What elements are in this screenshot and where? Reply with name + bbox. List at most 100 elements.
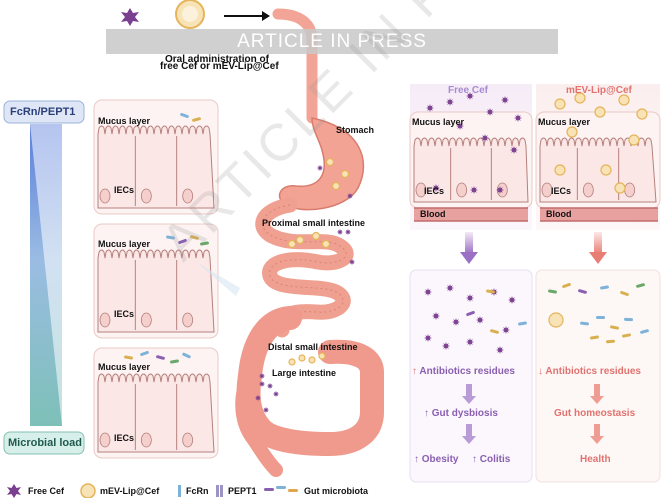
bacteria-icon: [140, 350, 149, 357]
nucleus-icon: [99, 432, 111, 448]
lip-iecs-label: IECs: [551, 186, 572, 196]
bacteria-icon: [490, 329, 499, 334]
nucleus-icon: [99, 188, 111, 204]
lip-blood-label: Blood: [546, 209, 572, 219]
nucleus-icon: [582, 182, 594, 198]
star-icon: [486, 108, 494, 116]
bacteria-icon: [562, 282, 571, 289]
star-icon: [348, 258, 356, 266]
top-arrow-icon: [224, 11, 270, 21]
liposome-icon: [340, 169, 350, 179]
lip-small-arrows: [590, 384, 604, 444]
liposome-icon: [321, 239, 331, 249]
star-icon: [466, 294, 474, 302]
star-icon: [336, 228, 344, 236]
free-up-arrow-icon: ↑: [412, 366, 417, 377]
bacteria-icon: [624, 317, 633, 322]
nucleus-icon: [415, 182, 427, 198]
star-icon: [426, 104, 434, 112]
nucleus-icon: [140, 312, 152, 328]
left-panel-1-iecs: IECs: [114, 185, 135, 195]
star-icon: [476, 316, 484, 324]
star-icon: [424, 334, 432, 342]
gut-particles: [254, 157, 356, 414]
free-mucus-label: Mucus layer: [412, 117, 465, 127]
legend-fcrn: FcRn: [186, 486, 209, 496]
liposome-icon: [308, 356, 316, 364]
star-icon: [316, 164, 324, 172]
nucleus-icon: [182, 188, 194, 204]
legend-microbiota: Gut microbiota: [304, 486, 369, 496]
bacteria-icon: [182, 352, 191, 359]
stomach-label: Stomach: [336, 125, 375, 135]
star-icon: [442, 342, 450, 350]
star-icon: [470, 186, 478, 194]
star-icon: [514, 114, 522, 122]
liposome-icon: [594, 106, 606, 118]
bacteria-icon: [466, 310, 475, 317]
liposome-icon: [298, 354, 306, 362]
free-colitis: ↑ Colitis: [472, 454, 510, 465]
outcome-particles: [424, 282, 649, 354]
star-icon: [481, 134, 489, 142]
star-icon: [432, 184, 440, 192]
legend-fcrn-icon: [178, 485, 181, 497]
nucleus-icon: [541, 182, 553, 198]
star-icon: [510, 146, 518, 154]
star-icon: [456, 122, 464, 130]
proximal-label: Proximal small intestine: [262, 218, 366, 228]
liposome-icon: [331, 181, 341, 191]
bacteria-icon: [518, 321, 527, 326]
bacteria-icon: [190, 235, 199, 240]
lip-residues-text: Antibiotics residues: [545, 366, 641, 377]
star-icon: [266, 382, 274, 390]
legend-pept1-icon: [216, 485, 223, 497]
article-banner: ARTICLE IN PRESS: [106, 29, 558, 54]
legend-lip: mEV-Lip@Cef: [100, 486, 160, 496]
star-icon: [508, 296, 516, 304]
blood-bar-lip: [540, 208, 658, 221]
villi-shape: [97, 125, 215, 209]
star-icon: [258, 372, 266, 380]
bacteria-icon: [596, 315, 605, 320]
free-residues: ↑ Antibiotics residues: [412, 366, 515, 377]
liposome-icon: [600, 164, 612, 176]
legend: [7, 483, 298, 498]
lip-title: mEV-Lip@Cef: [566, 85, 632, 96]
obesity-up-arrow-icon: ↑: [414, 454, 419, 465]
legend-free-cef: Free Cef: [28, 486, 65, 496]
lip-mucus-label: Mucus layer: [538, 117, 591, 127]
bacteria-icon: [622, 333, 631, 338]
microbial-label-box: [3, 431, 85, 455]
bacteria-icon: [636, 283, 645, 288]
liposome-icon: [554, 164, 566, 176]
bacteria-icon: [124, 355, 133, 360]
star-icon: [272, 390, 280, 398]
star-icon: [258, 380, 266, 388]
liposome-icon: [618, 94, 630, 106]
star-icon: [501, 96, 509, 104]
connector-ray: [196, 262, 240, 296]
liposome-icon: [566, 126, 578, 138]
star-icon: [346, 192, 354, 200]
left-panels: [93, 99, 219, 459]
free-colitis-text: Colitis: [479, 454, 511, 465]
free-blood-label: Blood: [420, 209, 446, 219]
legend-star-icon: [7, 484, 21, 498]
liposome-icon: [311, 231, 321, 241]
top-liposome-icon: [175, 0, 205, 29]
nucleus-icon: [182, 432, 194, 448]
nucleus-icon: [140, 188, 152, 204]
star-icon: [446, 98, 454, 106]
bacteria-icon: [486, 289, 495, 294]
blood-bar-free: [414, 208, 528, 221]
star-icon: [452, 318, 460, 326]
nucleus-icon: [182, 312, 194, 328]
admin-line-1: Oral administration of: [165, 54, 269, 65]
left-panel-1-mucus: Mucus layer: [98, 116, 151, 126]
bacteria-icon: [166, 235, 175, 240]
nucleus-icon: [99, 312, 111, 328]
nucleus-icon: [624, 182, 636, 198]
lip-health: Health: [580, 454, 611, 465]
star-icon: [502, 326, 510, 334]
